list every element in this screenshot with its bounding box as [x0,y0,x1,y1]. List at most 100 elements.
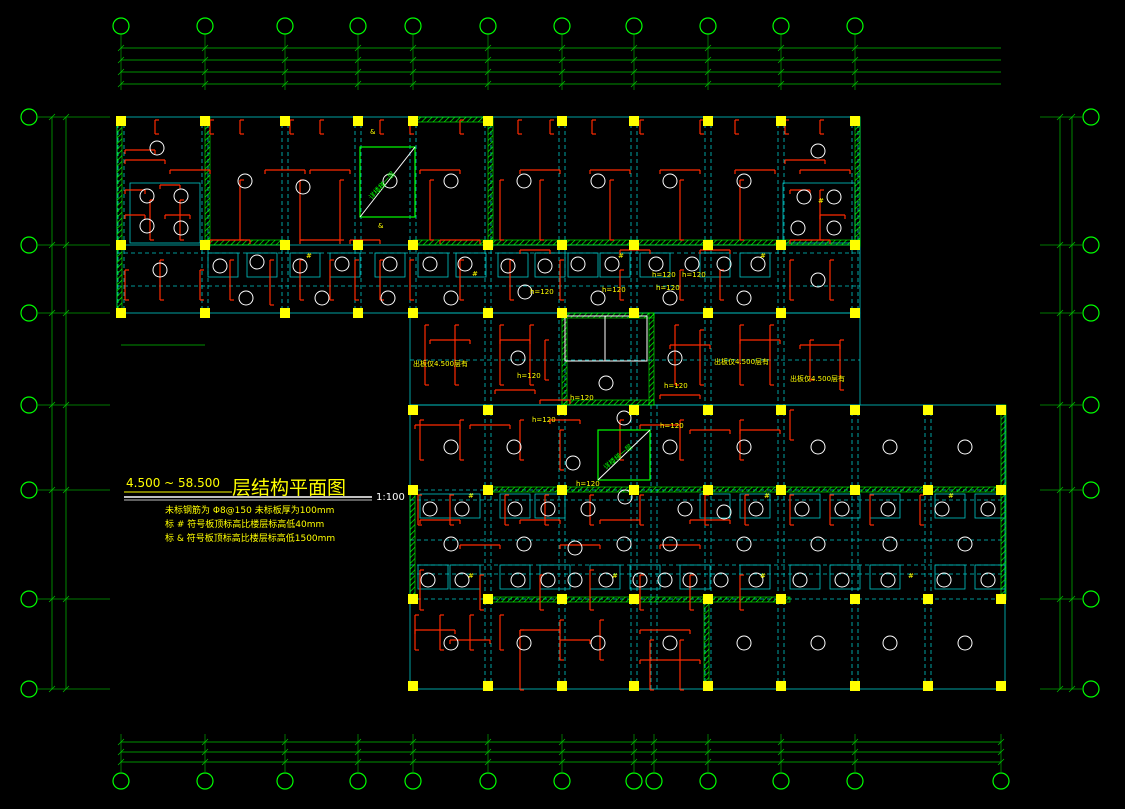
slab-hole [713,572,729,588]
dimension-tick [281,738,289,746]
slab-hole [716,256,732,272]
drawing-title-block: 4.500 ~ 58.500 层结构平面图 1:100 未标钢筋为 Φ8@150… [124,476,405,544]
slab-hole [882,635,898,651]
slab-hole [736,536,752,552]
slab-hole [936,572,952,588]
axis-bubble [349,17,367,35]
slab-hole [810,635,826,651]
dimension-tick [117,748,125,756]
slab-hole [249,254,265,270]
slab-hole [590,290,606,306]
dimension-tick [777,56,785,64]
axis-bubble [1082,108,1100,126]
h120-label: h=120 [682,271,706,279]
slab-hole [980,501,996,517]
slab-hole [662,439,678,455]
dimension-tick [48,486,56,494]
beam-outline [679,564,711,590]
dimension-tick [777,80,785,88]
h120-label: h=120 [602,286,626,294]
slab-hole [540,501,556,517]
dimension-tick [281,44,289,52]
shear-wall [487,116,494,248]
dimension-tick [354,758,362,766]
dimension-tick [777,44,785,52]
beam-outline [789,564,821,590]
dimension-tick [630,748,638,756]
dimension-tick [409,80,417,88]
column [703,116,713,126]
dimension-tick [484,56,492,64]
slab-hole [617,489,633,505]
shear-wall [703,599,710,690]
slab-hole [139,188,155,204]
axis-bubble [992,772,1010,790]
hash-symbol: # [948,492,954,500]
dimension-tick [484,758,492,766]
column [703,485,713,495]
axis-bubble [20,236,38,254]
slab-hole [796,189,812,205]
slab-hole [334,256,350,272]
beam-outline [289,252,321,278]
dimension-tick [48,113,56,121]
dimension-tick [1068,595,1076,603]
dimension-tick [558,44,566,52]
column [703,681,713,691]
dimension-tick [117,56,125,64]
dimension-tick [354,80,362,88]
beam-outline [539,564,571,590]
slab-hole [736,439,752,455]
slab-hole [152,262,168,278]
column [483,116,493,126]
slab-hole [237,173,253,189]
column [116,240,126,250]
dimension-tick [409,56,417,64]
slab-hole [443,439,459,455]
dimension-tick [1056,486,1064,494]
slab-hole [238,290,254,306]
axis-bubble [20,108,38,126]
dimension-tick [777,68,785,76]
note-line-1: 未标钢筋为 Φ8@150 未标板厚为100mm [165,504,334,516]
dimension-tick [630,758,638,766]
hash-symbol: # [764,492,770,500]
slab-hole [826,220,842,236]
dimension-tick [48,401,56,409]
dimension-tick [117,758,125,766]
shear-wall [561,399,655,406]
slab-hole [980,572,996,588]
slab-hole [957,635,973,651]
h120-label: h=120 [664,382,688,390]
axis-bubble [196,17,214,35]
axis-bubble [20,396,38,414]
column [703,405,713,415]
slab-hole [510,350,526,366]
slab-hole [510,572,526,588]
slab-hole [880,501,896,517]
axis-bubble [276,17,294,35]
stair-label: 详楼梯一层 [602,442,635,471]
beam-outline [629,564,661,590]
column [200,240,210,250]
dimension-tick [630,738,638,746]
dimension-tick [201,80,209,88]
dimension-tick [851,56,859,64]
dimension-tick [484,68,492,76]
slab-hole [382,173,398,189]
slab-hole [657,572,673,588]
beam-outline [974,564,1006,590]
shear-wall [204,116,211,248]
dimension-tick [704,68,712,76]
beam-outline [499,564,531,590]
slab-hole [810,272,826,288]
dimension-tick [1056,685,1064,693]
dimension-tick [777,738,785,746]
slab-hole [443,635,459,651]
shear-wall [409,489,416,601]
slab-hole [736,173,752,189]
dimension-tick [558,68,566,76]
dimension-tick [704,748,712,756]
slab-hole [292,258,308,274]
axis-bubble [20,590,38,608]
